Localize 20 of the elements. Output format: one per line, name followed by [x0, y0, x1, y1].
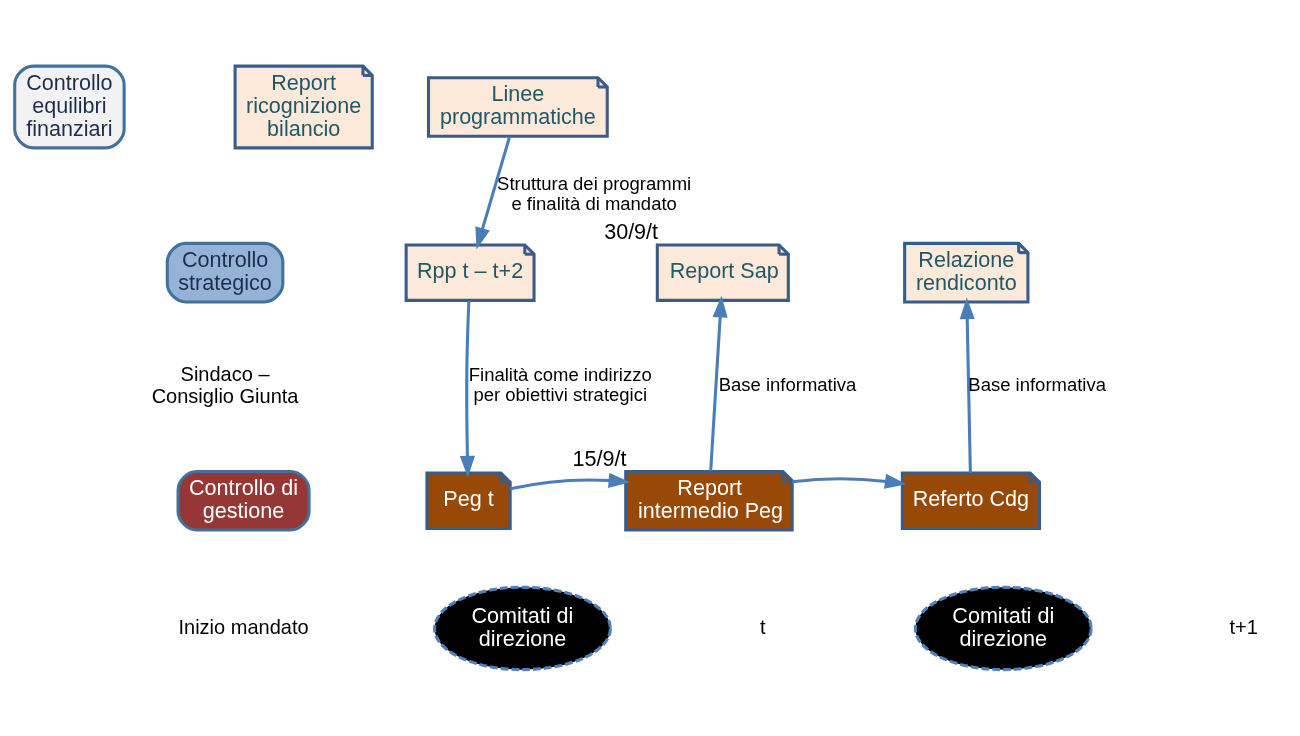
label: Sindaco – Consiglio Giunta — [151, 363, 299, 407]
edge-label: Struttura dei programmi e finalità di mandato — [497, 173, 692, 215]
node-ellipse: Comitati di direzione — [433, 585, 612, 672]
arrow — [709, 295, 728, 472]
label: t+1 — [1229, 615, 1258, 638]
node-label: 30/9/t — [604, 219, 659, 245]
arrow — [959, 297, 975, 473]
node-box: Controllo equilibri finanziari — [13, 64, 126, 150]
label: Inizio mandato — [178, 615, 309, 638]
node-box: Controllo strategico — [165, 241, 285, 304]
arrow — [792, 473, 907, 489]
node-label: 15/9/t — [572, 445, 627, 471]
arrow — [459, 300, 475, 478]
edge-label: Base informativa — [718, 374, 857, 396]
node-ellipse: Comitati di direzione — [913, 585, 1093, 672]
node-box: Controllo di gestione — [176, 469, 311, 532]
arrow — [510, 472, 631, 491]
arrow — [475, 136, 511, 250]
label: t — [760, 615, 766, 638]
edge-label: Finalità come indirizzo per obiettivi strategici — [468, 364, 652, 406]
